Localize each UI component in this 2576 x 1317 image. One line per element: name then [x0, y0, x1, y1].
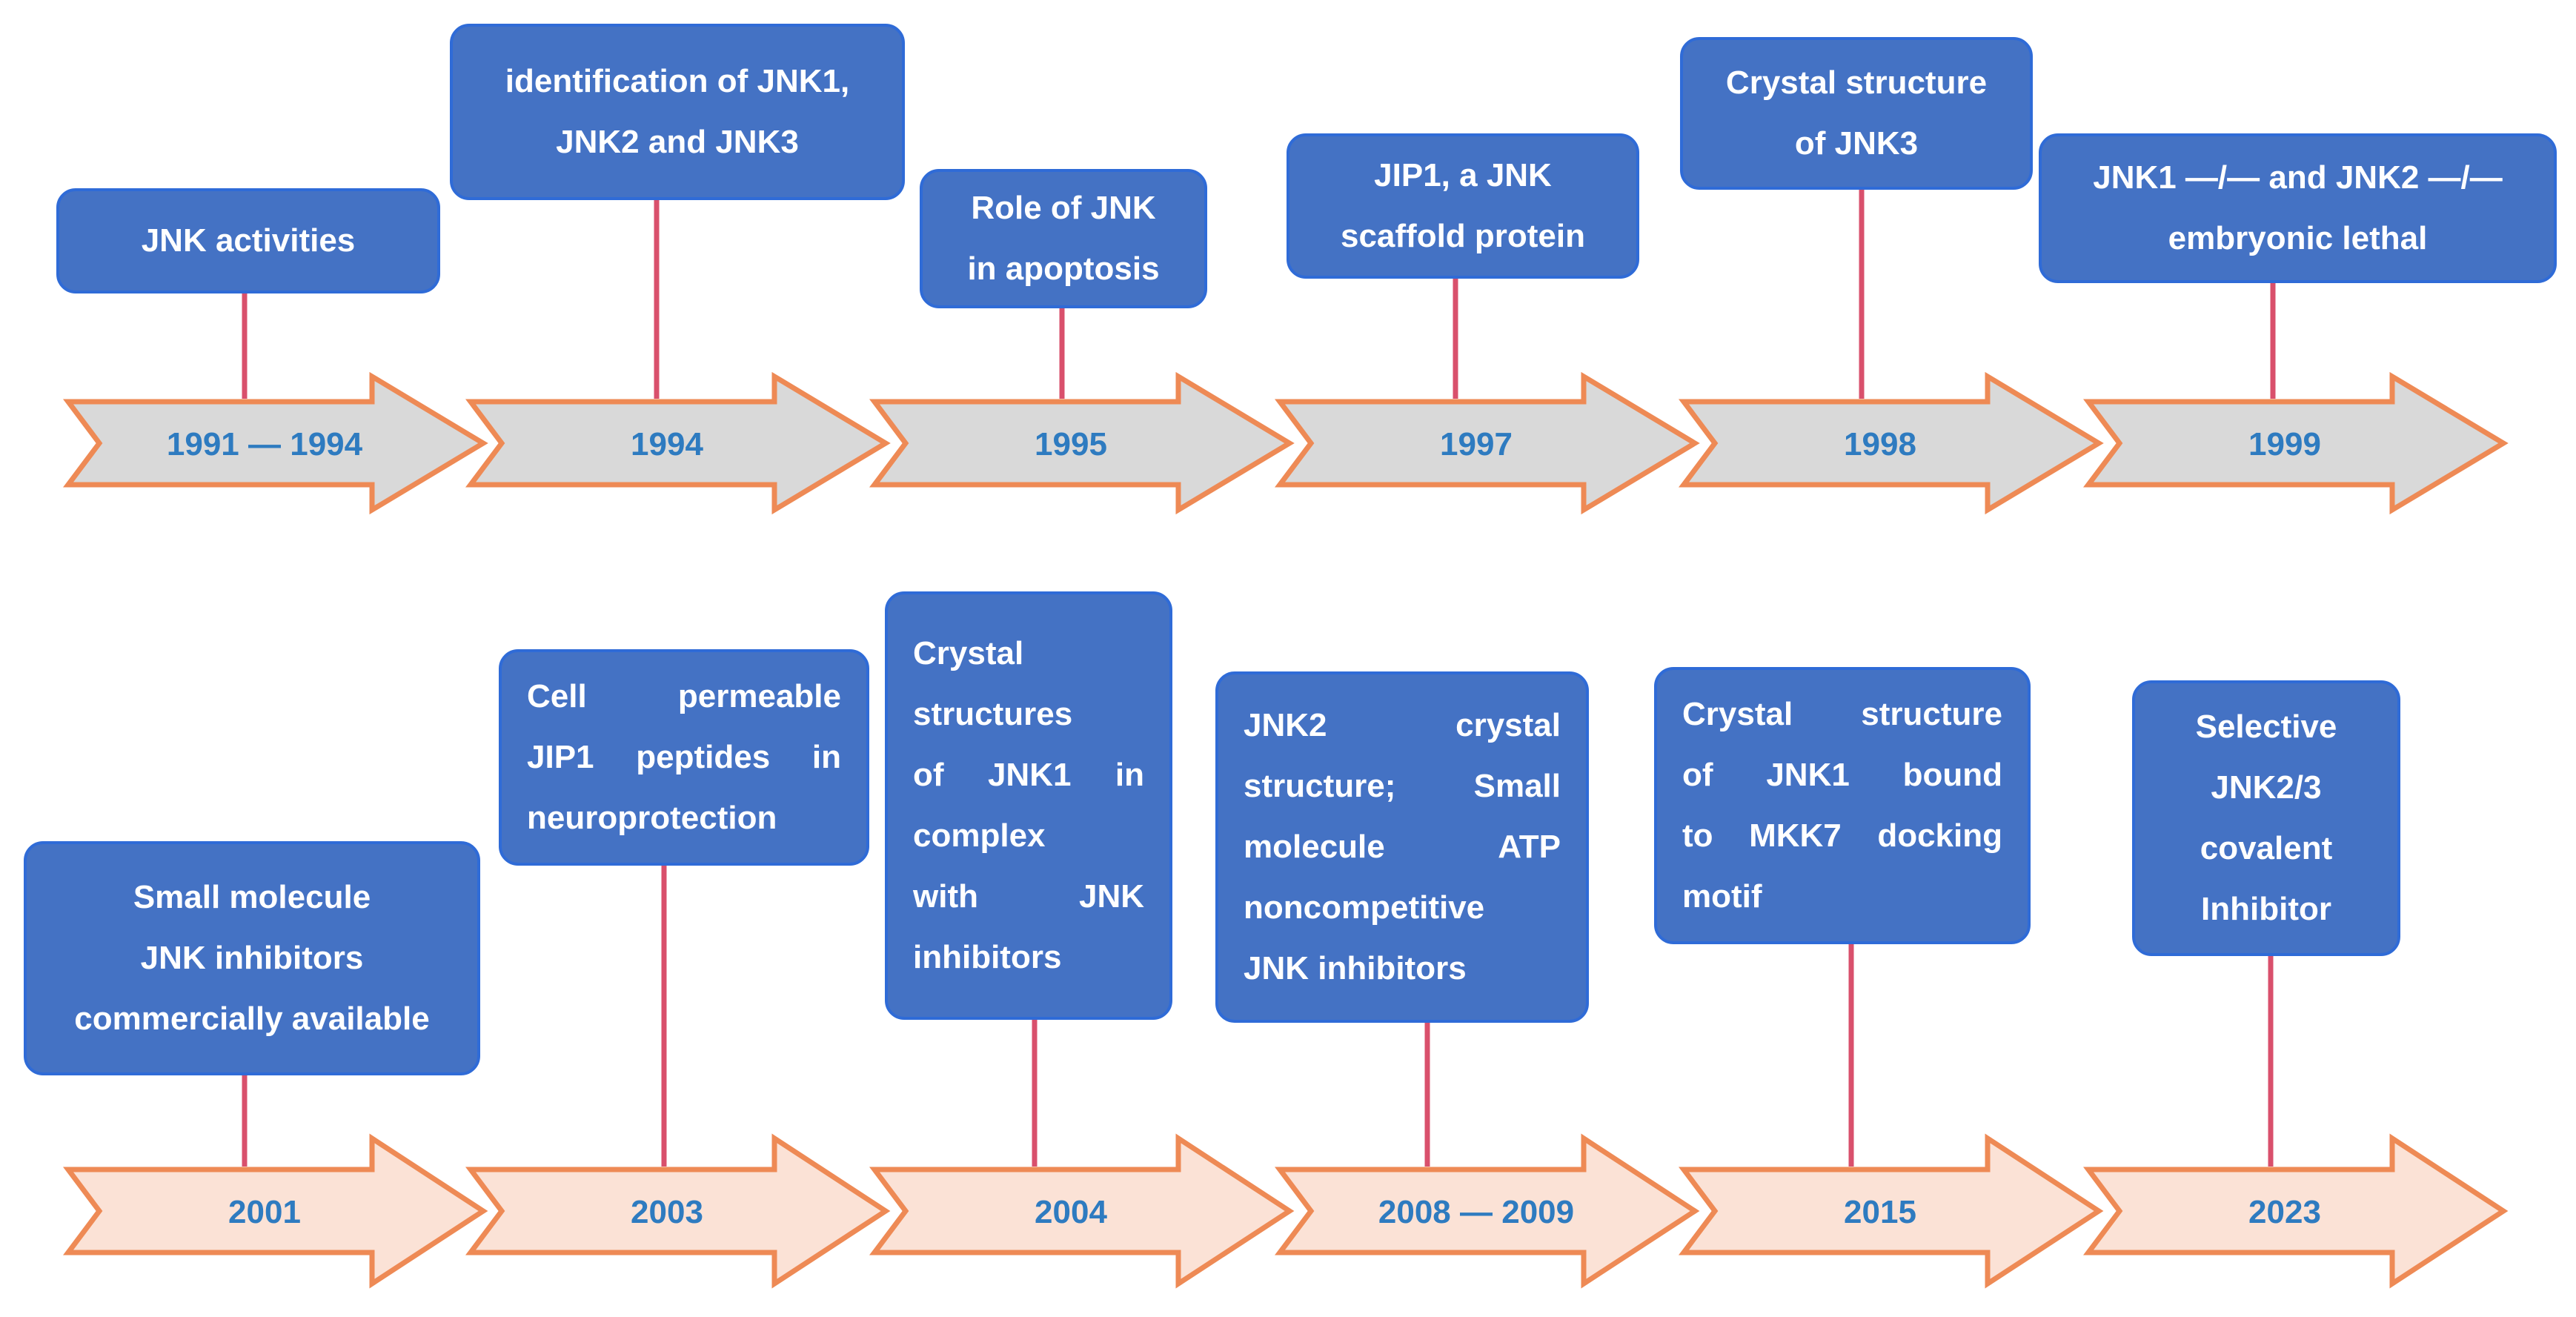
- event-text-line: covalent: [2200, 830, 2333, 866]
- event-text-line: JIP1, a JNK: [1374, 157, 1552, 193]
- year-label: 2008 — 2009: [1378, 1194, 1574, 1230]
- event-text-line: of JNK1 bound: [1682, 757, 2002, 793]
- timeline-arrow: [63, 1133, 488, 1289]
- event-text-line: Crystal structure: [1725, 64, 1988, 101]
- event-text-line: Small molecule: [133, 879, 371, 915]
- event-box: JNK activities: [56, 188, 440, 293]
- timeline-arrow: [465, 1133, 891, 1289]
- event-box: Crystal structures of JNK1 in complex with J…: [885, 591, 1172, 1020]
- year-label: 2003: [631, 1194, 703, 1230]
- event-text-line: scaffold protein: [1340, 218, 1586, 254]
- event-box: Crystal structure of JNK1 bound to MKK7 do…: [1654, 667, 2031, 944]
- event-text-line: structures: [913, 696, 1073, 732]
- event-box: identification of JNK1, JNK2 and JNK3: [450, 24, 905, 200]
- year-label: 2004: [1035, 1194, 1107, 1230]
- event-text-line: Cell permeable: [527, 678, 841, 714]
- event-text-line: Selective: [2195, 709, 2337, 745]
- timeline-arrow: [63, 371, 488, 515]
- event-text-line: inhibitors: [913, 939, 1062, 975]
- event-box: Role of JNK in apoptosis: [920, 169, 1207, 308]
- event-text-line: with JNK: [913, 878, 1144, 915]
- year-label: 2015: [1844, 1194, 1916, 1230]
- event-text-line: neuroprotection: [527, 800, 777, 836]
- event-text-line: Role of JNK: [971, 190, 1156, 226]
- event-text-line: JNK inhibitors: [1244, 950, 1467, 986]
- timeline-arrow: [1679, 1133, 2104, 1289]
- event-text-line: JNK inhibitors: [140, 940, 364, 976]
- event-text-line: Crystal: [913, 635, 1024, 671]
- event-text-line: identification of JNK1,: [505, 63, 850, 99]
- year-label: 1995: [1035, 426, 1107, 462]
- event-text-line: of JNK1 in: [913, 757, 1144, 793]
- timeline-arrow: [1275, 1133, 1700, 1289]
- year-label: 1997: [1440, 426, 1513, 462]
- event-text-line: complex: [913, 817, 1046, 854]
- year-label: 2001: [228, 1194, 301, 1230]
- timeline-arrow: [1275, 371, 1700, 515]
- event-box: Crystal structure of JNK3: [1680, 37, 2033, 190]
- timeline-arrow: [465, 371, 891, 515]
- timeline-arrow: [869, 371, 1295, 515]
- year-label: 1991 — 1994: [167, 426, 363, 462]
- event-text-line: JNK1 —/— and JNK2 —/—: [2093, 159, 2503, 196]
- event-text-line: Inhibitor: [2201, 891, 2331, 927]
- timeline-arrow: [2083, 371, 2509, 515]
- year-label: 2023: [2248, 1194, 2321, 1230]
- event-box: JNK1 —/— and JNK2 —/— embryonic lethal: [2039, 133, 2557, 283]
- event-text-line: JNK activities: [141, 222, 356, 259]
- event-text-line: motif: [1682, 878, 1762, 915]
- event-text-line: of JNK3: [1794, 125, 1919, 162]
- event-text-line: noncompetitive: [1244, 889, 1485, 926]
- timeline-arrow: [869, 1133, 1295, 1289]
- event-text-line: commercially available: [74, 1001, 430, 1037]
- event-text-line: JIP1 peptides in: [527, 739, 841, 775]
- event-text-line: JNK2/3: [2211, 769, 2322, 806]
- event-text-line: in apoptosis: [967, 251, 1160, 287]
- timeline-arrow: [2083, 1133, 2509, 1289]
- event-text-line: JNK2 crystal: [1244, 707, 1561, 743]
- event-text-line: embryonic lethal: [2168, 220, 2428, 256]
- year-label: 1999: [2248, 426, 2321, 462]
- event-text-line: structure; Small: [1244, 768, 1561, 804]
- year-label: 1994: [631, 426, 703, 462]
- year-label: 1998: [1844, 426, 1916, 462]
- event-text-line: to MKK7 docking: [1682, 817, 2002, 854]
- event-box: JNK2 crystal structure; Small molecule ATP…: [1215, 671, 1589, 1023]
- event-box: JIP1, a JNK scaffold protein: [1287, 133, 1639, 279]
- event-text-line: Crystal structure: [1682, 696, 2002, 732]
- event-text-line: JNK2 and JNK3: [556, 124, 799, 160]
- event-text-line: molecule ATP: [1244, 829, 1561, 865]
- timeline-arrow: [1679, 371, 2104, 515]
